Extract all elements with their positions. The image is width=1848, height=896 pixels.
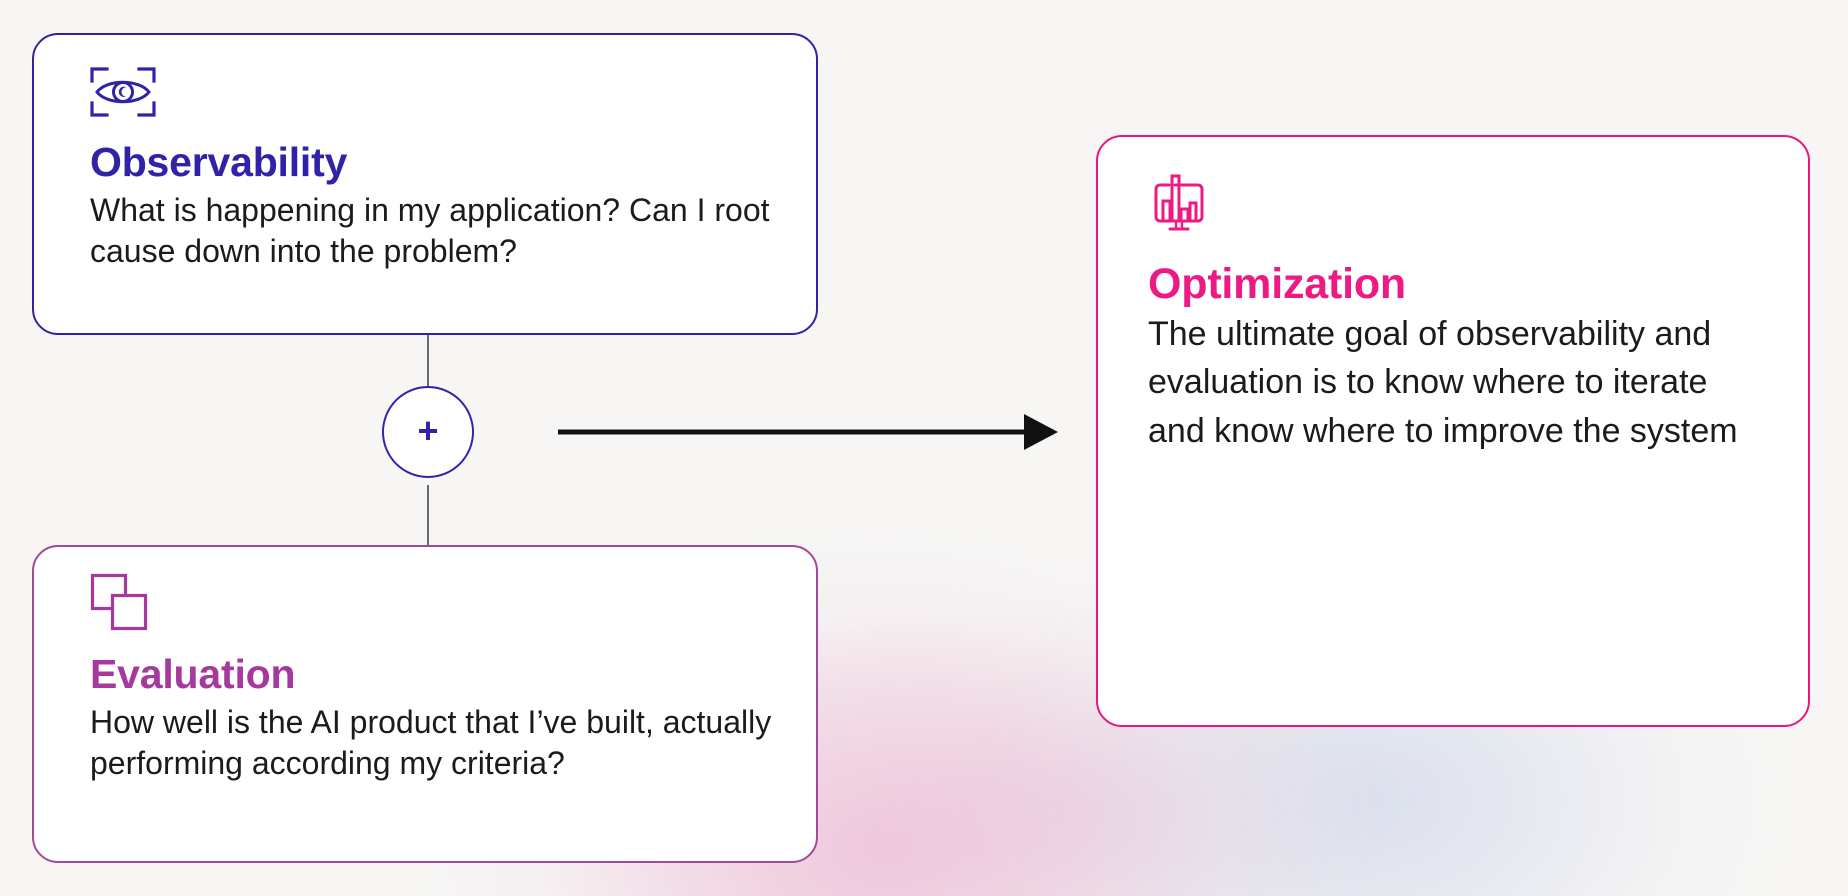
card-observability-body: What is happening in my application? Can…: [90, 191, 770, 270]
card-evaluation-body: How well is the AI product that I’ve bui…: [90, 703, 772, 782]
flow-arrow-right: [558, 414, 1058, 450]
card-observability-content: Observability What is happening in my ap…: [34, 35, 816, 292]
card-optimization-body: The ultimate goal of observability and e…: [1148, 315, 1738, 450]
connector-line-bottom: [427, 485, 429, 547]
overlapping-squares-icon: [90, 573, 786, 636]
bar-chart-monitor-icon: [1148, 173, 1768, 238]
plus-combine-node[interactable]: +: [382, 386, 474, 478]
plus-icon: +: [417, 410, 439, 451]
card-optimization-content: Optimization The ultimate goal of observ…: [1098, 137, 1808, 475]
card-evaluation-title: Evaluation: [90, 651, 296, 697]
eye-scan-icon: [90, 65, 786, 124]
card-observability-title: Observability: [90, 139, 348, 185]
card-observability[interactable]: Observability What is happening in my ap…: [32, 33, 818, 335]
connector-line-top: [427, 335, 429, 406]
card-optimization[interactable]: Optimization The ultimate goal of observ…: [1096, 135, 1810, 727]
card-evaluation-content: Evaluation How well is the AI product th…: [34, 547, 816, 804]
card-evaluation[interactable]: Evaluation How well is the AI product th…: [32, 545, 818, 863]
card-optimization-title: Optimization: [1148, 260, 1406, 308]
